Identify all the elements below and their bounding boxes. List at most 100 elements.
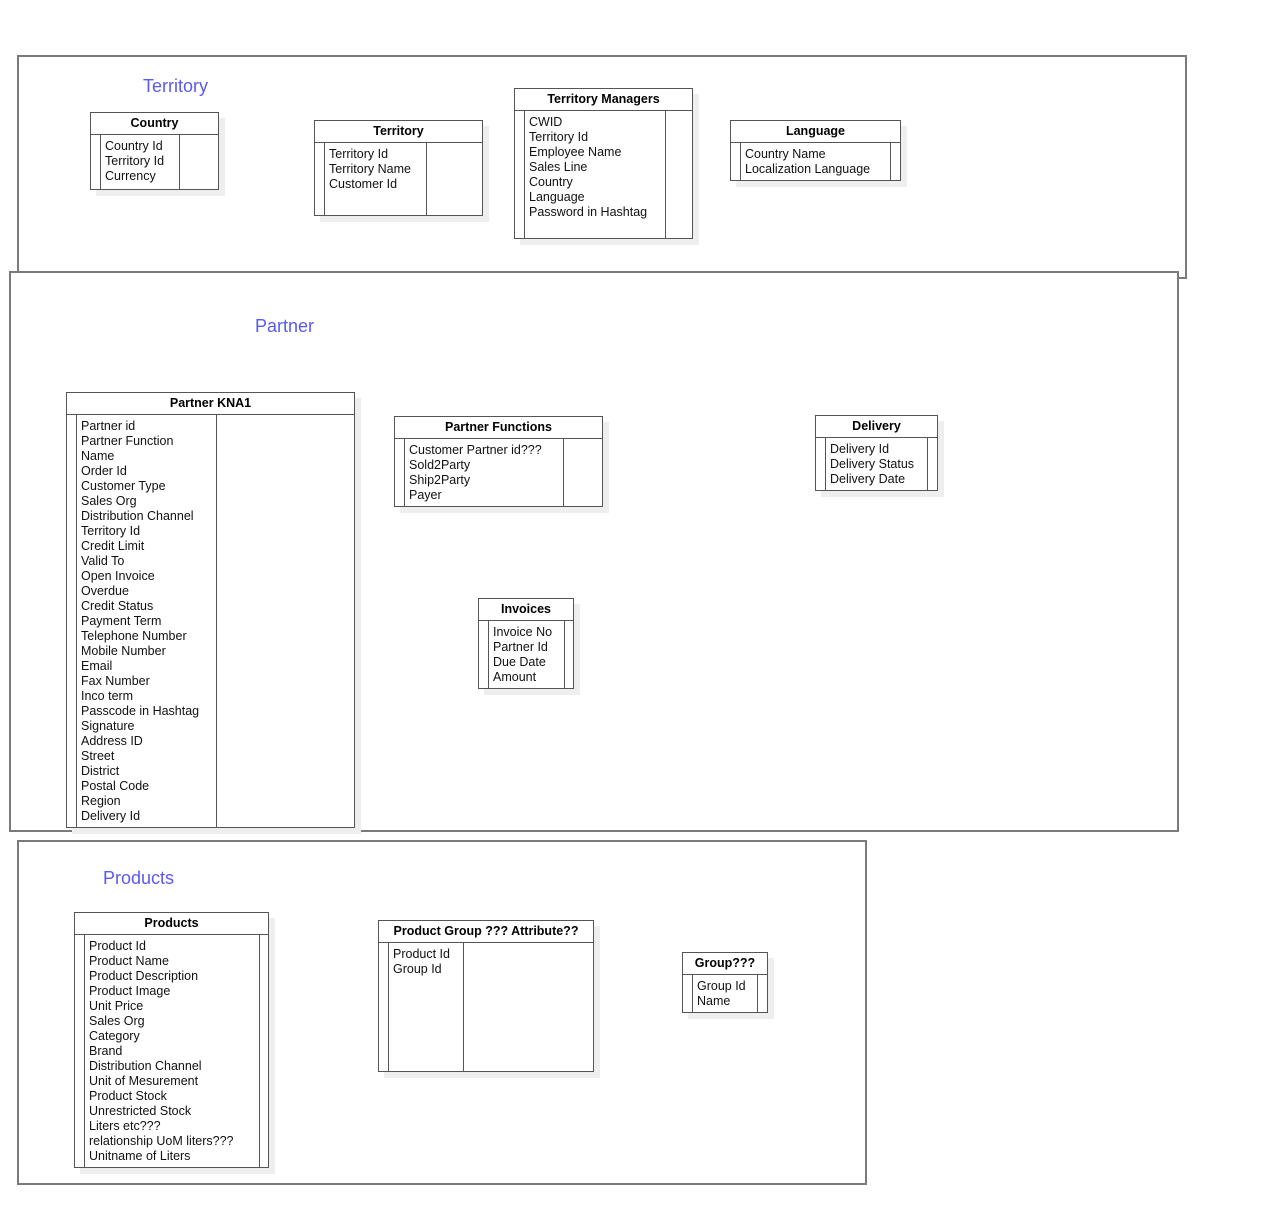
field: Delivery Id <box>81 809 141 823</box>
field: Unit Price <box>89 999 144 1013</box>
field-list: Country Id Territory Id Currency <box>105 139 164 184</box>
field: Liters etc??? <box>89 1119 161 1133</box>
field: Order Id <box>81 464 127 478</box>
field: Postal Code <box>81 779 150 793</box>
field: Distribution Channel <box>81 509 194 523</box>
entity-group[interactable]: Group??? Group Id Name <box>682 952 768 1013</box>
field: Customer Partner id??? <box>409 443 542 457</box>
entity-territory[interactable]: Territory Territory Id Territory Name Cu… <box>314 120 483 216</box>
field: Distribution Channel <box>89 1059 202 1073</box>
field: District <box>81 764 120 778</box>
field: Partner Id <box>493 640 548 654</box>
field: Unit of Mesurement <box>89 1074 199 1088</box>
entity-product-group-attribute[interactable]: Product Group ??? Attribute?? Product Id… <box>378 920 594 1072</box>
field: Passcode in Hashtag <box>81 704 200 718</box>
entity-country[interactable]: Country Country Id Territory Id Currency <box>90 112 219 190</box>
entity-title: Territory Managers <box>515 89 692 111</box>
entity-title: Products <box>75 913 268 935</box>
field: Group Id <box>697 979 746 993</box>
field: Name <box>81 449 115 463</box>
entity-title: Product Group ??? Attribute?? <box>379 921 593 943</box>
field: Brand <box>89 1044 123 1058</box>
field: Product Id <box>89 939 146 953</box>
field-list: Product Id Product Name Product Descript… <box>89 939 234 1164</box>
field: Telephone Number <box>81 629 187 643</box>
field: Product Description <box>89 969 199 983</box>
field: Territory Name <box>329 162 411 176</box>
entity-title: Group??? <box>683 953 767 975</box>
field: Open Invoice <box>81 569 155 583</box>
entity-partner-functions[interactable]: Partner Functions Customer Partner id???… <box>394 416 603 507</box>
field: Category <box>89 1029 140 1043</box>
entity-language[interactable]: Language Country Name Localization Langu… <box>730 120 901 181</box>
field: Language <box>529 190 585 204</box>
field: Sales Org <box>89 1014 145 1028</box>
field: Credit Limit <box>81 539 145 553</box>
field: Unitname of Liters <box>89 1149 191 1163</box>
field: Territory Id <box>105 154 165 168</box>
entity-delivery[interactable]: Delivery Delivery Id Delivery Status Del… <box>815 415 938 491</box>
entity-partner-kna1[interactable]: Partner KNA1 Partner id Partner Function… <box>66 392 355 828</box>
field: Mobile Number <box>81 644 166 658</box>
field: Territory Id <box>329 147 389 161</box>
field: Country <box>529 175 573 189</box>
field: Territory Id <box>529 130 589 144</box>
field: Product Stock <box>89 1089 167 1103</box>
field: Territory Id <box>81 524 141 538</box>
field: Localization Language <box>745 162 871 176</box>
field: Delivery Id <box>830 442 890 456</box>
field-list: Invoice No Partner Id Due Date Amount <box>493 625 552 685</box>
field: Fax Number <box>81 674 150 688</box>
field-list: Partner id Partner Function Name Order I… <box>81 419 199 824</box>
field: Country Name <box>745 147 826 161</box>
field: Signature <box>81 719 135 733</box>
field: Invoice No <box>493 625 553 639</box>
field: Sales Line <box>529 160 588 174</box>
field: Password in Hashtag <box>529 205 648 219</box>
entity-title: Delivery <box>816 416 937 438</box>
field: Region <box>81 794 121 808</box>
field-list: Product Id Group Id <box>393 947 450 977</box>
entity-territory-managers[interactable]: Territory Managers CWID Territory Id Emp… <box>514 88 693 239</box>
field: Employee Name <box>529 145 622 159</box>
field: Product Id <box>393 947 450 961</box>
field-list: Customer Partner id??? Sold2Party Ship2P… <box>409 443 542 503</box>
field: Partner Function <box>81 434 174 448</box>
field: Sold2Party <box>409 458 471 472</box>
entity-title: Language <box>731 121 900 143</box>
field: Amount <box>493 670 537 684</box>
field: relationship UoM liters??? <box>89 1134 234 1148</box>
field-list: CWID Territory Id Employee Name Sales Li… <box>529 115 647 220</box>
products-group-label: Products <box>103 868 175 888</box>
entity-title: Country <box>91 113 218 135</box>
field: Email <box>81 659 113 673</box>
entity-title: Partner Functions <box>395 417 602 439</box>
field-list: Country Name Localization Language <box>745 147 870 177</box>
field: Credit Status <box>81 599 154 613</box>
field: Currency <box>105 169 156 183</box>
field-list: Delivery Id Delivery Status Delivery Dat… <box>830 442 914 487</box>
field: Payer <box>409 488 442 502</box>
field: Inco term <box>81 689 134 703</box>
entity-products[interactable]: Products Product Id Product Name Product… <box>74 912 269 1168</box>
partner-group-label: Partner <box>255 316 315 336</box>
field-list: Territory Id Territory Name Customer Id <box>329 147 411 192</box>
entity-title: Invoices <box>479 599 573 621</box>
field: Overdue <box>81 584 129 598</box>
field: Delivery Status <box>830 457 915 471</box>
field: Partner id <box>81 419 136 433</box>
field: Street <box>81 749 115 763</box>
entity-title: Territory <box>315 121 482 143</box>
field: Customer Type <box>81 479 166 493</box>
products-group[interactable] <box>17 840 867 1185</box>
field: Valid To <box>81 554 125 568</box>
field: Delivery Date <box>830 472 906 486</box>
field: Product Image <box>89 984 171 998</box>
field: Product Name <box>89 954 169 968</box>
field: CWID <box>529 115 563 129</box>
field: Payment Term <box>81 614 162 628</box>
field: Ship2Party <box>409 473 471 487</box>
field: Name <box>697 994 731 1008</box>
entity-invoices[interactable]: Invoices Invoice No Partner Id Due Date … <box>478 598 574 689</box>
field: Group Id <box>393 962 442 976</box>
